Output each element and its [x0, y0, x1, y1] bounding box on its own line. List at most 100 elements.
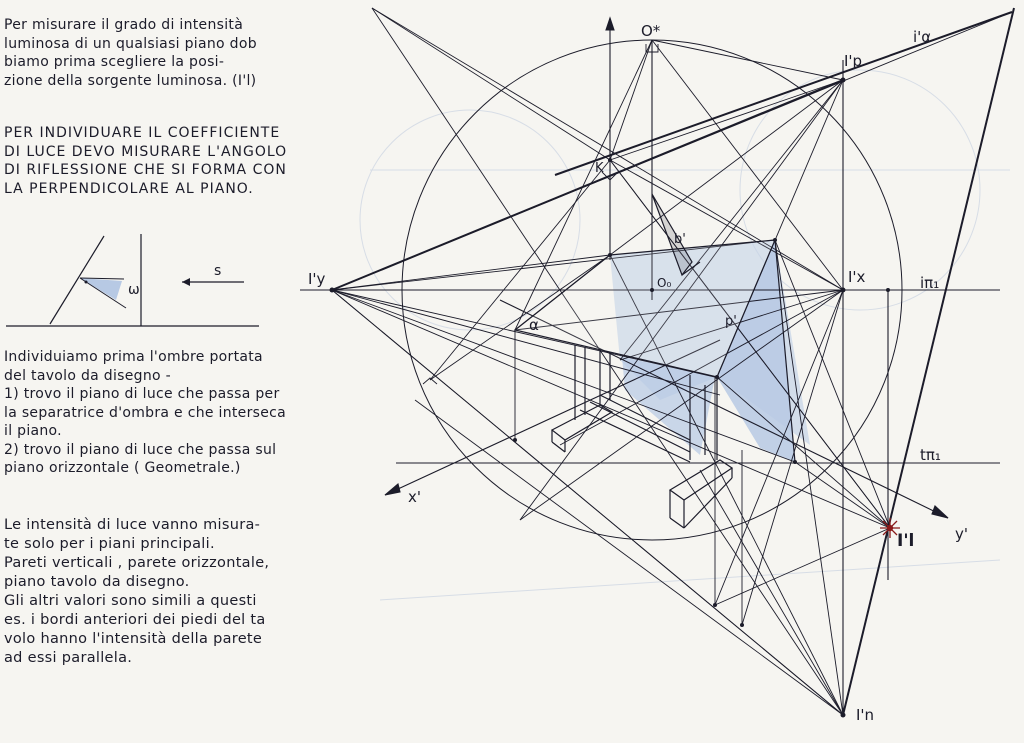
- foot-edge: [669, 517, 685, 529]
- right-angle-mark: [645, 44, 659, 53]
- point-ip: [840, 77, 846, 83]
- light-source-star-icon: [880, 518, 900, 538]
- point: [713, 603, 717, 607]
- ray: [331, 239, 776, 291]
- ray: [774, 239, 891, 529]
- b-prime-figure: [651, 193, 701, 277]
- ray: [651, 39, 844, 81]
- label-x-prime: x': [408, 488, 421, 506]
- rail-edge: [579, 409, 691, 463]
- note-line: es. i bordi anteriori dei piedi del ta: [4, 612, 266, 628]
- ray: [514, 39, 653, 331]
- note-line: piano orizzontale ( Geometrale.): [4, 460, 241, 476]
- line-in-to-top: [842, 7, 1015, 716]
- label-y-prime: y': [955, 525, 968, 543]
- ray: [371, 7, 844, 291]
- right-angle-marks: [422, 44, 659, 385]
- label-i-alpha: i'α: [913, 28, 931, 46]
- ray: [716, 376, 891, 529]
- ray: [331, 289, 844, 716]
- ray: [331, 254, 611, 291]
- ray: [741, 289, 844, 626]
- note-line: DI RIFLESSIONE CHE SI FORMA CON: [4, 162, 287, 178]
- x-axis-arrow-icon: [384, 483, 401, 496]
- omega-label: ω: [128, 282, 140, 298]
- ray: [331, 289, 716, 378]
- note-line: DI LUCE DEVO MISURARE L'ANGOLO: [4, 143, 288, 160]
- star-center: [886, 524, 894, 532]
- ray: [559, 289, 844, 446]
- ray: [609, 159, 891, 529]
- note-line: LA PERPENDICOLARE AL PIANO.: [4, 180, 254, 197]
- shadow-face: [622, 357, 715, 455]
- y-axis: [499, 299, 949, 519]
- shadow-faces: [610, 240, 810, 462]
- point-in: [840, 712, 846, 718]
- label-o-star: O*: [641, 22, 661, 40]
- label-iy: I'y: [308, 270, 326, 288]
- ray: [609, 79, 844, 256]
- ray: [609, 159, 844, 291]
- b-prime-triangle: [651, 193, 693, 277]
- perspective-construction: O* K O₀ b' p' α I'p i'α I'y I'x iπ₁ tπ₁ …: [300, 7, 1015, 724]
- table-object: [513, 239, 796, 529]
- arrow-head-icon: [182, 278, 190, 286]
- showthrough-line: [379, 559, 1001, 601]
- note-line: Individuiamo prima l'ombre portata: [4, 349, 263, 365]
- foot-block: [668, 459, 734, 501]
- ray: [714, 527, 891, 606]
- rail-edge: [589, 401, 691, 453]
- note-line: PER INDIVIDUARE IL COEFFICIENTE: [4, 125, 281, 141]
- point: [793, 460, 797, 464]
- ray: [331, 289, 721, 396]
- ray: [371, 7, 844, 716]
- note-line: volo hanno l'intensità della parete: [4, 631, 263, 647]
- point: [608, 253, 612, 257]
- point-k: [608, 158, 612, 162]
- ray: [714, 289, 844, 606]
- label-in: I'n: [856, 706, 874, 724]
- note-paragraph-2: PER INDIVIDUARE IL COEFFICIENTE DI LUCE …: [4, 124, 287, 198]
- ray: [774, 239, 844, 716]
- ray: [699, 469, 844, 716]
- ray: [519, 289, 844, 521]
- note-paragraph-4: Le intensità di luce vanno misura- te so…: [4, 516, 269, 668]
- inclined-plane-line: [49, 235, 105, 325]
- note-line: 2) trovo il piano di luce che passa sul: [4, 441, 277, 458]
- construction-rays: [331, 7, 1013, 716]
- ray: [609, 79, 844, 161]
- label-k: K: [595, 161, 604, 176]
- note-line: del tavolo da disegno -: [4, 367, 171, 384]
- points: [329, 77, 890, 718]
- point-o0: [650, 288, 654, 292]
- s-label: s: [214, 263, 222, 279]
- angle-shading: [80, 278, 122, 300]
- right-angle-mark: [422, 377, 438, 385]
- ray: [414, 399, 844, 716]
- foot-block: [550, 404, 614, 441]
- label-ix: I'x: [848, 268, 866, 286]
- point-iy: [329, 287, 335, 293]
- normal-line: [79, 277, 125, 280]
- note-line: Pareti verticali , parete orizzontale,: [4, 555, 270, 571]
- label-alpha: α: [529, 316, 539, 334]
- ray: [794, 461, 891, 529]
- note-line: la separatrice d'ombra e che interseca: [4, 404, 287, 421]
- ray: [651, 39, 844, 291]
- shadow-edge: [774, 239, 796, 463]
- ray: [429, 159, 611, 381]
- line-i-alpha: [554, 11, 1013, 176]
- showthrough-circle: [739, 69, 981, 311]
- point-ix: [840, 287, 846, 293]
- note-line: Per misurare il grado di intensità: [4, 17, 244, 33]
- point: [740, 623, 744, 627]
- note-line: te solo per i piani principali.: [4, 536, 215, 552]
- note-line: luminosa di un qualsiasi piano dob: [4, 35, 257, 52]
- note-line: zione della sorgente luminosa. (I'l): [4, 72, 257, 89]
- point: [715, 375, 719, 379]
- label-o0: O₀: [657, 276, 671, 290]
- paper-showthrough: [359, 69, 1010, 601]
- note-line: il piano.: [4, 423, 62, 439]
- note-line: 1) trovo il piano di luce che passa per: [4, 386, 280, 402]
